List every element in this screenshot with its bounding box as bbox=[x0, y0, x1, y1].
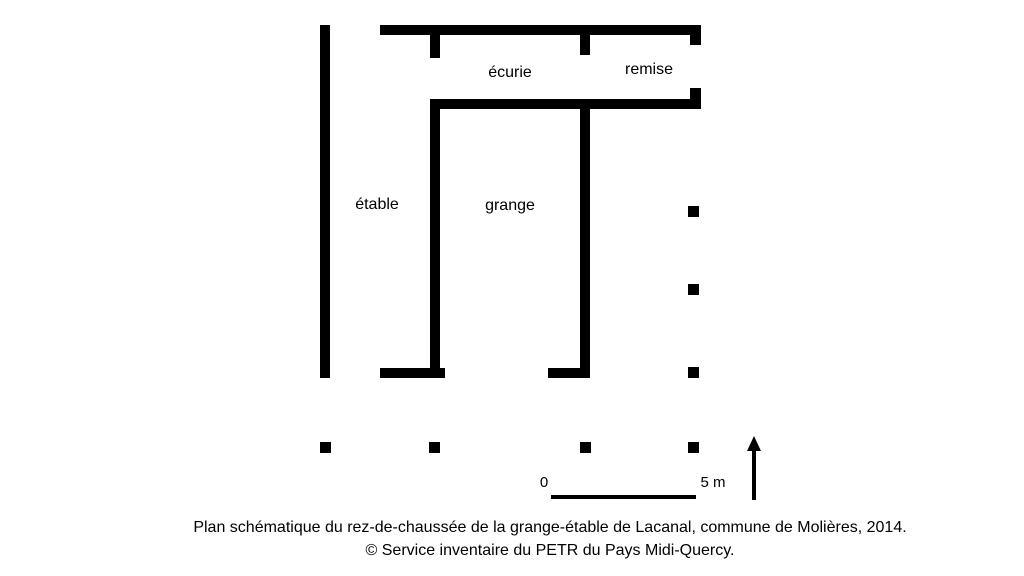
room-label-etable: étable bbox=[355, 196, 399, 213]
post bbox=[688, 284, 699, 295]
arrow-up-icon bbox=[747, 436, 761, 500]
caption-line-2: © Service inventaire du PETR du Pays Mid… bbox=[365, 542, 735, 559]
north-wall-stub-2 bbox=[580, 25, 590, 55]
grange-west-wall bbox=[430, 99, 440, 378]
room-label-ecurie: écurie bbox=[488, 64, 532, 81]
post bbox=[429, 442, 440, 453]
grange-east-wall bbox=[580, 105, 590, 378]
north-east-corner bbox=[690, 25, 701, 45]
scale-bar: 0 5 m bbox=[540, 474, 726, 499]
post bbox=[320, 442, 331, 453]
post bbox=[688, 206, 699, 217]
post bbox=[580, 442, 591, 453]
caption: Plan schématique du rez-de-chaussée de l… bbox=[0, 516, 1024, 562]
scale-line bbox=[551, 495, 696, 499]
south-wall-west bbox=[380, 368, 445, 378]
room-label-remise: remise bbox=[625, 61, 673, 78]
west-wall bbox=[320, 25, 330, 378]
north-wall-stub-1 bbox=[430, 25, 440, 58]
corridor-east-corner bbox=[690, 88, 701, 109]
south-wall-east bbox=[548, 368, 590, 378]
scale-start-label: 0 bbox=[540, 474, 548, 491]
scale-end-label: 5 m bbox=[700, 474, 725, 491]
caption-line-1: Plan schématique du rez-de-chaussée de l… bbox=[193, 519, 907, 536]
post bbox=[688, 442, 699, 453]
post bbox=[688, 367, 699, 378]
room-label-grange: grange bbox=[485, 197, 535, 214]
corridor-wall bbox=[430, 99, 701, 109]
north-wall bbox=[380, 25, 701, 35]
